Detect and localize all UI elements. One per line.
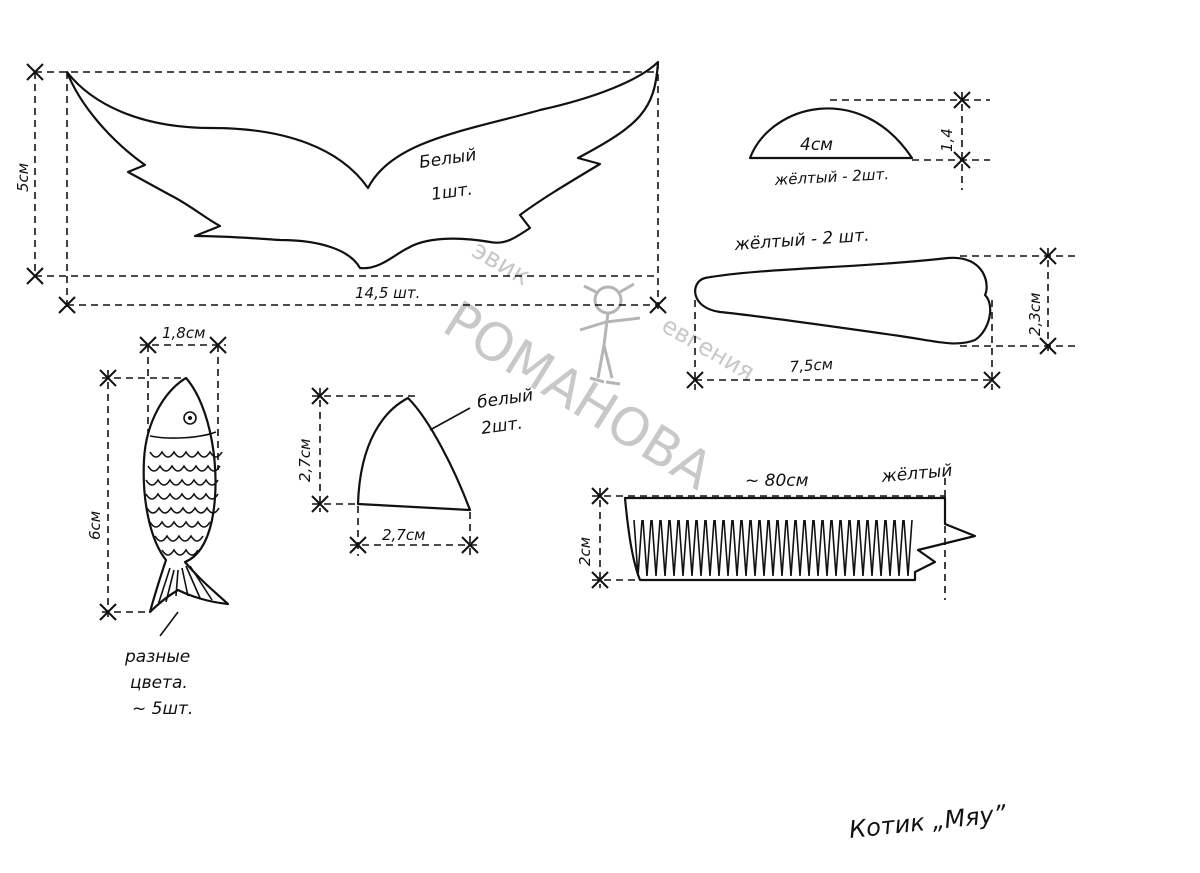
semicircle-width-label: 4см bbox=[800, 135, 833, 155]
triangle-outline bbox=[356, 396, 472, 512]
fringe-color-label: жёлтый bbox=[880, 461, 953, 487]
semicircle-piece: 4см 1,4 жёлтый - 2шт. bbox=[748, 91, 990, 190]
fish-scales bbox=[145, 450, 223, 556]
triangle-leader-line bbox=[429, 407, 471, 431]
wings-width-label: 14,5 шт. bbox=[355, 284, 420, 302]
triangle-ticks bbox=[311, 387, 479, 554]
triangle-color-label: белый bbox=[476, 385, 535, 413]
triangle-count-label: 2шт. bbox=[480, 413, 524, 439]
fish-width-label: 1,8см bbox=[162, 324, 205, 342]
fringe-teeth bbox=[633, 519, 913, 577]
fish-ticks bbox=[99, 336, 227, 621]
fringe-height-label: 2см bbox=[576, 537, 594, 566]
wings-outline bbox=[65, 60, 660, 270]
fish-label-2: цвета. bbox=[130, 673, 188, 693]
semicircle-height-label: 1,4 bbox=[938, 128, 956, 152]
triangle-width-label: 2,7см bbox=[382, 526, 425, 544]
fish-pupil bbox=[188, 416, 192, 420]
fish-label-3: ~ 5шт. bbox=[132, 699, 193, 719]
fish-height-label: 6см bbox=[86, 511, 104, 540]
semicircle-ticks bbox=[953, 91, 971, 169]
triangle-piece: белый 2шт. 2,7см 2,7см bbox=[296, 385, 534, 556]
fringe-piece: 2см ~ 80см жёлтый bbox=[576, 461, 977, 600]
wings-count-label: 1шт. bbox=[430, 179, 474, 205]
watermark-figure-icon bbox=[579, 282, 641, 386]
fringe-ticks bbox=[591, 487, 609, 589]
wings-color-label: Белый bbox=[418, 145, 478, 173]
fish-tail-lines bbox=[157, 565, 213, 606]
fish-leader-line bbox=[159, 611, 179, 637]
bone-width-label: 7,5см bbox=[789, 355, 834, 376]
wings-ticks bbox=[26, 63, 667, 314]
bone-ticks bbox=[686, 247, 1057, 389]
fish-eye-icon bbox=[183, 411, 197, 425]
fish-gill-line bbox=[149, 431, 217, 439]
watermark-name-text: евгения bbox=[657, 311, 759, 386]
bone-color-label: жёлтый - 2 шт. bbox=[733, 226, 870, 255]
fringe-length-label: ~ 80см bbox=[745, 471, 809, 491]
bone-outline bbox=[694, 256, 992, 345]
fish-label-1: разные bbox=[124, 647, 190, 667]
semicircle-color-label: жёлтый - 2шт. bbox=[773, 165, 889, 189]
fish-outline bbox=[142, 376, 230, 614]
bone-height-label: 2,3см bbox=[1026, 293, 1044, 336]
wings-piece: Белый 1шт. 5см 14,5 шт. bbox=[14, 60, 667, 314]
fish-piece: 1,8см 6см разные цвета. ~ 5шт. bbox=[86, 324, 230, 719]
fringe-tooth-path bbox=[633, 519, 913, 577]
wings-height-label: 5см bbox=[14, 163, 32, 192]
semicircle-outline bbox=[748, 107, 914, 160]
watermark-small-text: эвик bbox=[467, 235, 536, 292]
watermark: эвик РОМАНОВА евгения bbox=[433, 235, 759, 502]
page-title: Котик „Мяу” bbox=[848, 800, 1008, 844]
triangle-height-label: 2,7см bbox=[296, 439, 314, 482]
